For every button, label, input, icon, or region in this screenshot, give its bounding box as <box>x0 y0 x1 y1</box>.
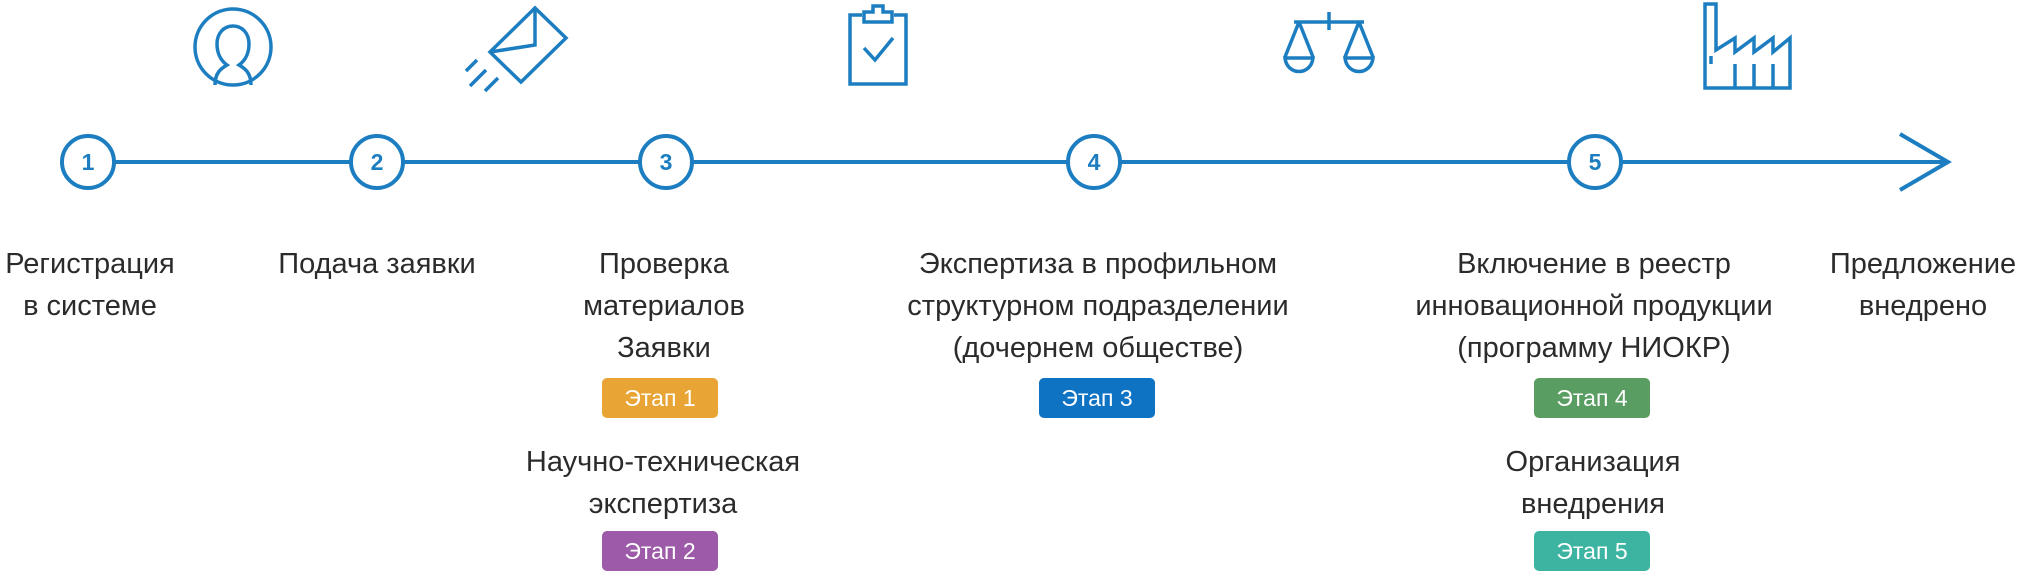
step-node-4: 4 <box>1066 134 1122 190</box>
label-registry: Включение в реестр инновационной продукц… <box>1415 248 1773 364</box>
step-node-3: 3 <box>638 134 694 190</box>
badge-stage-3: Этап 3 <box>1039 378 1155 418</box>
arrow-head-icon <box>1898 132 1952 192</box>
label-organization: Организация внедрения <box>1505 446 1681 520</box>
label-sci-tech-expertise: Научно-техническая экспертиза <box>525 446 801 520</box>
badge-stage-2: Этап 2 <box>602 531 718 571</box>
label-submission: Подача заявки <box>278 248 476 280</box>
label-final: Предложение внедрено <box>1829 248 2017 322</box>
badge-stage-1: Этап 1 <box>602 378 718 418</box>
label-registration: Регистрация в системе <box>5 248 175 322</box>
step-node-2: 2 <box>349 134 405 190</box>
label-check: Проверка материалов Заявки <box>583 248 745 364</box>
label-expertise: Экспертиза в профильном структурном подр… <box>907 248 1289 364</box>
step-node-5: 5 <box>1567 134 1623 190</box>
badge-stage-4: Этап 4 <box>1534 378 1650 418</box>
badge-stage-5: Этап 5 <box>1534 531 1650 571</box>
step-node-1: 1 <box>60 134 116 190</box>
